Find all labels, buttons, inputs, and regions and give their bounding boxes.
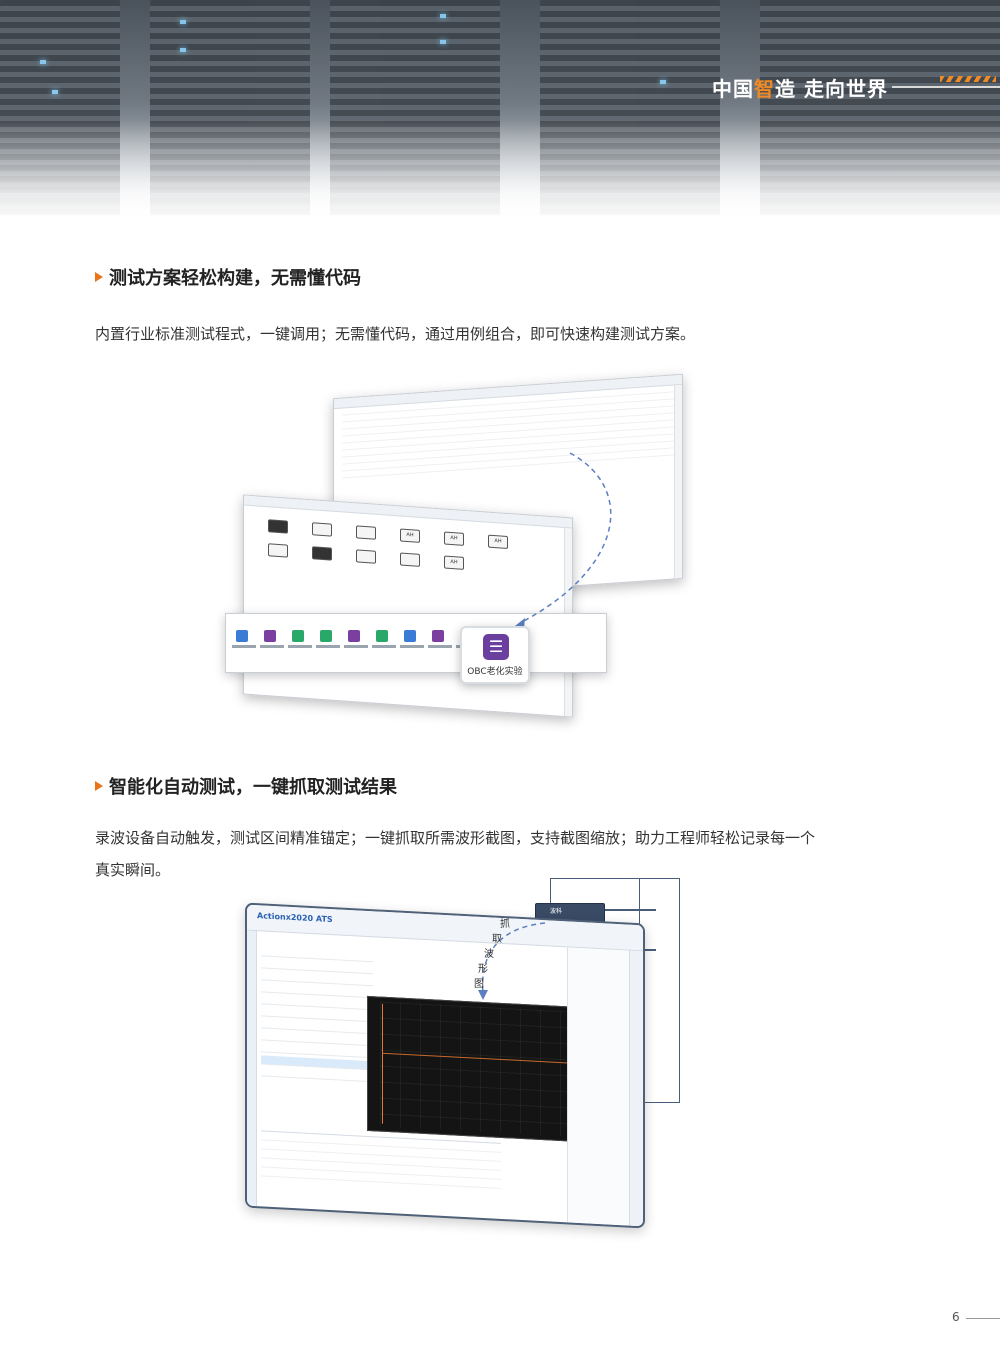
header-banner: 中国智造 走向世界 (0, 0, 1000, 225)
section2-title: 智能化自动测试，一键抓取测试结果 (95, 773, 397, 799)
section1-body: 内置行业标准测试程式，一键调用；无需懂代码，通过用例组合，即可快速构建测试方案。 (95, 325, 696, 343)
grab-arrow-icon (478, 922, 546, 1000)
grab-label-char: 抓 (500, 919, 510, 930)
obc-card-label: OBC老化实验 (467, 667, 523, 677)
section-triangle-icon (95, 272, 103, 282)
page-number: 6 (952, 1310, 960, 1324)
section2-body: 录波设备自动触发，测试区间精准锚定；一键抓取所需波形截图，支持截图缩放；助力工程… (95, 829, 816, 879)
grab-label-char: 取 (492, 934, 502, 945)
header-slogan: 中国智造 走向世界 (712, 77, 888, 101)
test-plan-illustration: AH AH AH AH ☰ OBC老化实验 (215, 373, 685, 743)
grab-label-char: 形 (478, 964, 488, 975)
slogan-stripes (940, 76, 996, 82)
section1-title: 测试方案轻松构建，无需懂代码 (95, 264, 361, 290)
page-number-line (966, 1318, 1000, 1319)
grab-label-char: 图 (474, 979, 484, 990)
obc-layers-icon: ☰ (483, 634, 509, 660)
grab-label-char: 波 (484, 949, 494, 960)
grab-arrow-icon (515, 452, 612, 629)
obc-aging-test-card[interactable]: ☰ OBC老化实验 (460, 626, 530, 684)
waveform-capture-illustration: 波科 Actionx2020 ATS 抓 取 波 (245, 878, 685, 1229)
slogan-divider (892, 86, 1000, 88)
section-triangle-icon (95, 781, 103, 791)
